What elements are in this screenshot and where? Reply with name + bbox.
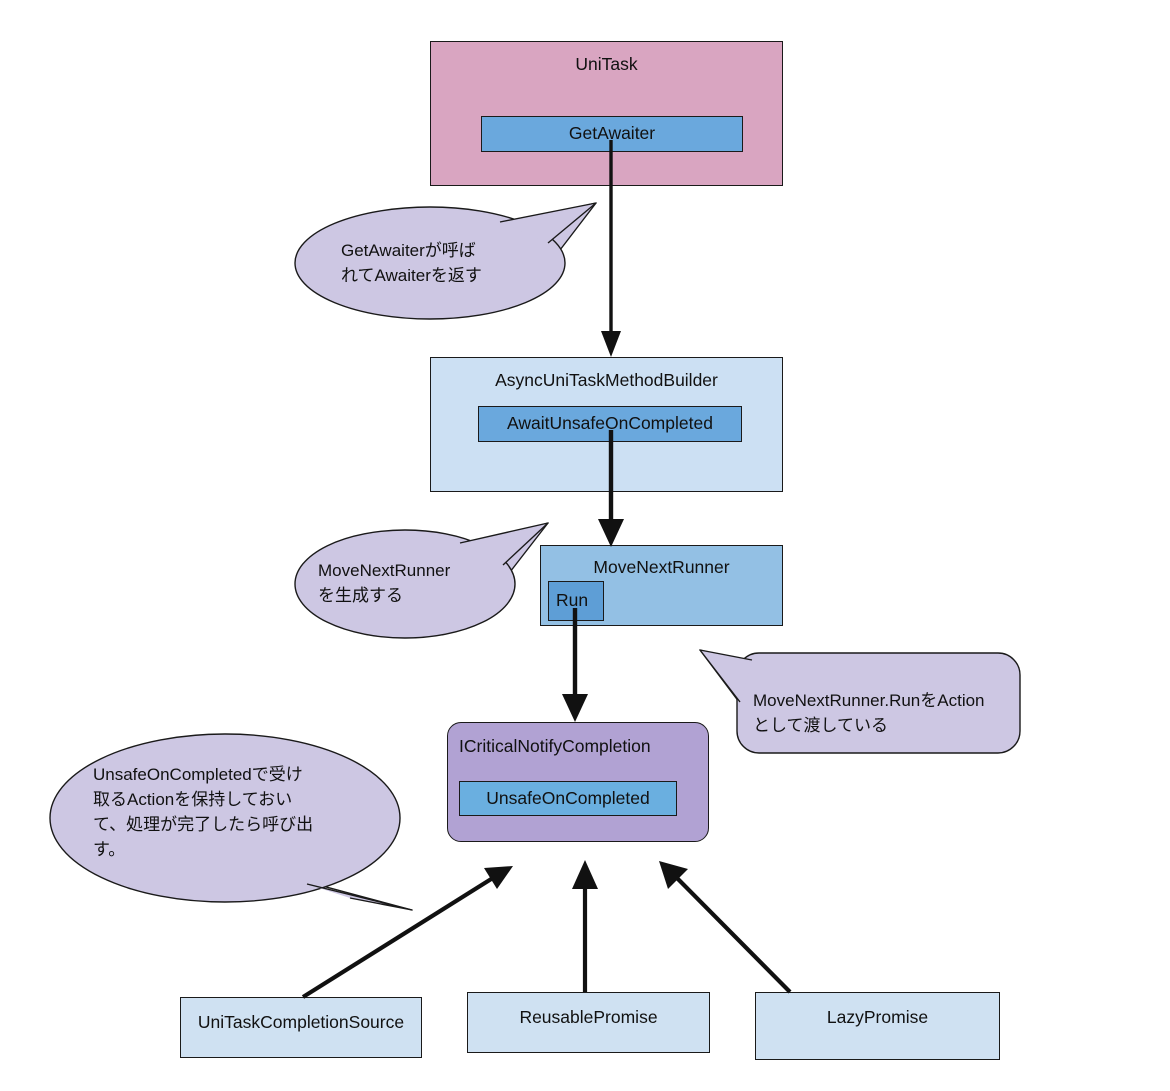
node-reusablepromise[interactable]: ReusablePromise xyxy=(467,992,710,1053)
node-unitask-title: UniTask xyxy=(575,54,638,74)
callout-3-text: MoveNextRunner.RunをAction として渡している xyxy=(753,691,985,735)
node-movenextrunner[interactable]: MoveNextRunner Run xyxy=(540,545,783,626)
node-icritical-title: ICriticalNotifyCompletion xyxy=(459,736,651,756)
node-runner-title: MoveNextRunner xyxy=(593,557,730,577)
node-lazy-title: LazyPromise xyxy=(826,1007,929,1027)
node-unitaskcompletionsource[interactable]: UniTaskCompletionSource xyxy=(180,997,422,1058)
node-reuse-title: ReusablePromise xyxy=(519,1007,658,1027)
member-getawaiter[interactable]: GetAwaiter xyxy=(481,116,743,152)
callout-4-text: UnsafeOnCompletedで受け 取るActionを保持しておい て、処… xyxy=(93,765,314,859)
node-ucs-title: UniTaskCompletionSource xyxy=(197,1012,405,1032)
node-asyncunitaskmethodbuilder[interactable]: AsyncUniTaskMethodBuilder AwaitUnsafeOnC… xyxy=(430,357,783,492)
member-awaitunsafeoncompleted[interactable]: AwaitUnsafeOnCompleted xyxy=(478,406,742,442)
callout-1-shape xyxy=(294,202,597,320)
node-unitask[interactable]: UniTask GetAwaiter xyxy=(430,41,783,186)
callout-1-text: GetAwaiterが呼ば れてAwaiterを返す xyxy=(341,241,482,285)
callout-2-text: MoveNextRunner を生成する xyxy=(318,561,451,605)
node-icriticalnotifycompletion[interactable]: ICriticalNotifyCompletion UnsafeOnComple… xyxy=(447,722,709,842)
member-unsafeoncompleted[interactable]: UnsafeOnCompleted xyxy=(459,781,677,816)
node-builder-title: AsyncUniTaskMethodBuilder xyxy=(495,370,718,390)
callout-2-shape xyxy=(294,522,549,639)
node-lazypromise[interactable]: LazyPromise xyxy=(755,992,1000,1060)
callout-3-shape xyxy=(699,649,1021,754)
member-run[interactable]: Run xyxy=(548,581,604,621)
